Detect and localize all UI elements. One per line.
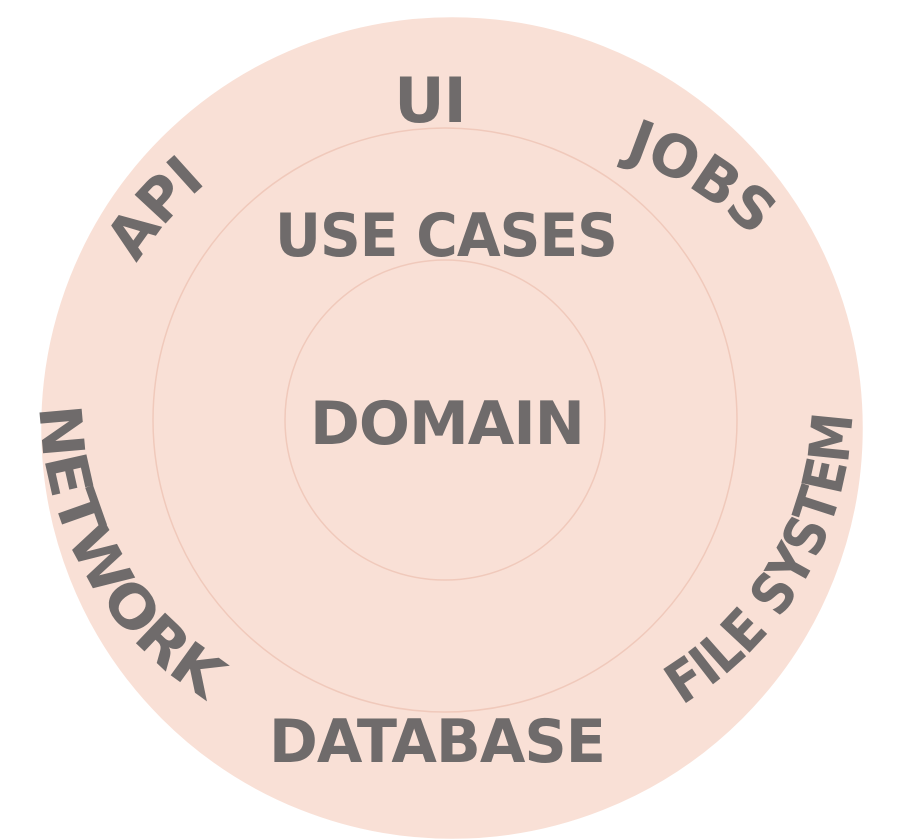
use-cases-label: USE CASES — [275, 201, 617, 271]
database-label: DATABASE — [269, 707, 605, 777]
ui-label: UI — [394, 64, 465, 137]
core-ring — [284, 259, 606, 581]
domain-label: DOMAIN — [310, 389, 584, 459]
